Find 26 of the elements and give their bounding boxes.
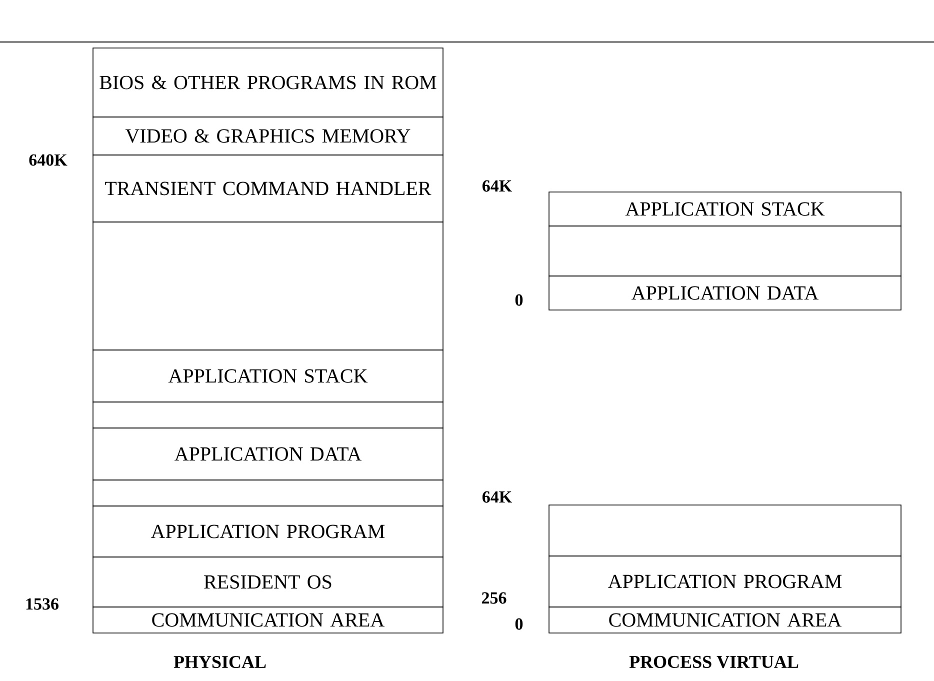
memory-block: APPLICATION DATA [92, 428, 444, 480]
empty-memory-block [92, 402, 444, 428]
axis-value: 640K [29, 154, 68, 166]
memory-block: TRANSIENT COMMAND HANDLER [92, 154, 444, 222]
memory-block: COMMUNICATION AREA [548, 606, 902, 634]
memory-block: VIDEO & GRAPHICS MEMORY [92, 116, 444, 156]
axis-value: 1536 [26, 598, 58, 610]
empty-memory-block [548, 226, 902, 276]
axis-value: 64K [482, 491, 512, 503]
empty-memory-block [92, 480, 444, 506]
memory-block: APPLICATION STACK [92, 350, 444, 402]
axis-value: 256 [482, 592, 506, 604]
memory-block: APPLICATION STACK [548, 192, 902, 226]
axis-value: 0 [515, 618, 523, 630]
memory-block: RESIDENT OS [92, 556, 444, 608]
panel-caption: PHYSICAL [174, 656, 266, 668]
axis-value: 0 [515, 294, 523, 306]
memory-block: APPLICATION DATA [548, 276, 902, 310]
memory-block: APPLICATION PROGRAM [92, 506, 444, 558]
axis-value: 64K [482, 180, 512, 192]
panel-caption: PROCESS VIRTUAL [629, 656, 798, 668]
empty-memory-block [548, 504, 902, 556]
memory-block: COMMUNICATION AREA [92, 606, 444, 634]
memory-block: BIOS & OTHER PROGRAMS IN ROM [92, 48, 444, 118]
empty-memory-block [92, 222, 444, 350]
memory-block: APPLICATION PROGRAM [548, 556, 902, 608]
